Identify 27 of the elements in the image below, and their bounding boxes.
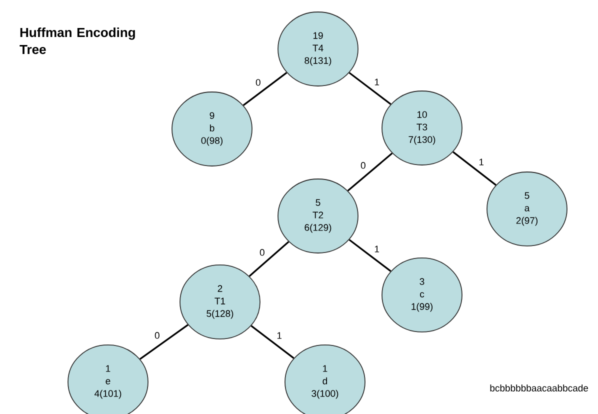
tree-node: 3 c 1(99) (382, 258, 462, 332)
edge-label: 1 (277, 332, 282, 339)
edge-label: 1 (374, 78, 380, 86)
tree-edge (347, 152, 393, 192)
edge-label: 0 (260, 249, 264, 256)
title: Huffman Encoding Tree (20, 28, 135, 54)
tree-edge (248, 241, 290, 277)
tree-edge (348, 72, 392, 105)
tree-node: 5 a 2(97) (486, 172, 568, 246)
edge-label: 0 (256, 79, 260, 86)
sequence-text: bcbbbbbbaacaabbcade (490, 384, 588, 392)
tree-node: 1 d 3(100) (284, 344, 366, 414)
edge-label: 1 (479, 158, 484, 166)
edge-label: 0 (154, 332, 160, 339)
tree-edge (452, 151, 496, 186)
tree-node: 1 e 4(101) (68, 344, 148, 414)
tree-edge (242, 72, 288, 106)
tree-node: 9 b 0(98) (172, 92, 252, 166)
tree-edge (348, 239, 392, 272)
tree-node: 5 T2 6(129) (278, 178, 358, 254)
tree-edge (250, 325, 294, 359)
tree-node: 10 T3 7(130) (382, 90, 462, 166)
edge-label: 1 (374, 246, 380, 252)
tree-node: 2 T1 5(128) (180, 264, 260, 340)
edge-label: 0 (360, 162, 366, 169)
tree-node: 19 T4 8(131) (278, 12, 358, 86)
tree-edge (140, 324, 188, 360)
